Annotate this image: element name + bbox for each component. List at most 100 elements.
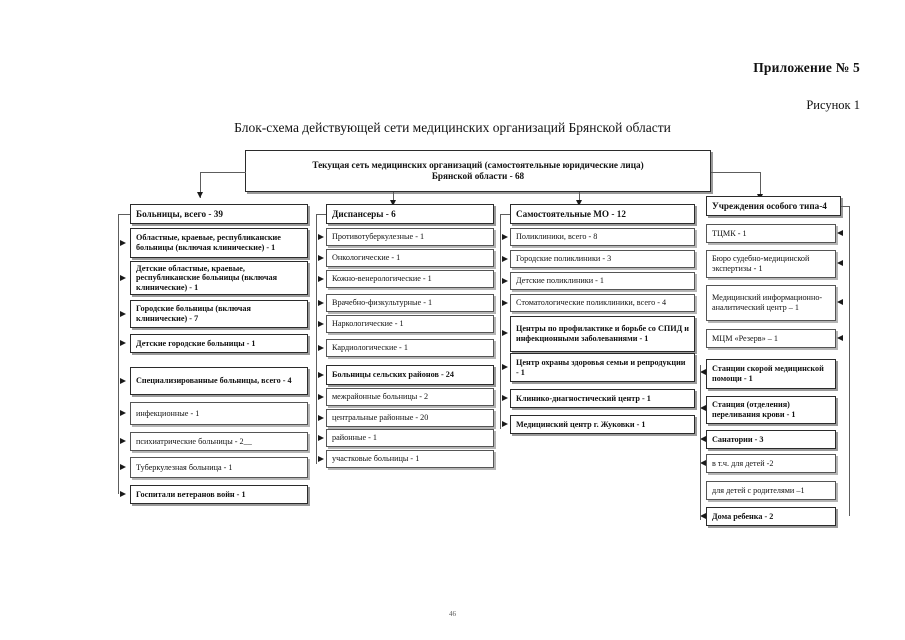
rail-special-type-top	[841, 206, 849, 207]
arrow-head-col2	[389, 200, 396, 206]
arrow-independent-mo-3	[502, 277, 508, 284]
node-special-type-9: для детей с родителями –1	[706, 481, 836, 500]
arrow-hospitals-7	[120, 438, 126, 444]
arrow-dispensaries-2	[318, 254, 324, 261]
connector-drop-col2	[393, 192, 394, 206]
arrow-hospitals-8	[120, 464, 126, 470]
column-header-special-type: Учреждения особого типа-4	[706, 196, 841, 216]
arrow-dispensaries-8	[318, 393, 324, 400]
node-dispensaries-1: Противотуберкулезные - 1	[326, 228, 494, 246]
node-independent-mo-3: Детские поликлиники - 1	[510, 272, 695, 290]
rail-independent-mo-top	[500, 214, 510, 215]
arrow-hospitals-5	[120, 377, 126, 384]
rail-independent-mo	[500, 214, 501, 429]
node-hospitals-7: психиатрические больницы - 2__	[130, 432, 308, 451]
connector-drop-col3	[579, 192, 580, 206]
node-special-type-3: Медицинский информационно-аналитический …	[706, 285, 836, 321]
node-independent-mo-7: Клинико-диагностический центр - 1	[510, 389, 695, 408]
arrow-hospitals-6	[120, 410, 126, 416]
node-dispensaries-6: Кардиологические - 1	[326, 339, 494, 357]
arrow-dispensaries-4	[318, 299, 324, 306]
figure-label: Рисунок 1	[806, 98, 860, 112]
rail-dispensaries	[316, 214, 317, 464]
arrow-independent-mo-8	[502, 421, 508, 427]
rail-special-type	[849, 206, 850, 516]
page-number: 46	[449, 610, 456, 618]
arrow-special-type-7	[700, 436, 706, 442]
arrow-dispensaries-5	[318, 320, 324, 327]
rail-special-type-lower	[700, 365, 701, 520]
node-dispensaries-7: Больницы сельских районов - 24	[326, 365, 494, 385]
arrow-hospitals-3	[120, 310, 126, 317]
column-header-hospitals: Больницы, всего - 39	[130, 204, 308, 224]
arrow-special-type-3	[837, 299, 843, 305]
node-hospitals-5: Специализированные больницы, всего - 4	[130, 367, 308, 395]
connector-trunk-left	[200, 172, 246, 173]
arrow-head-col1	[196, 192, 203, 198]
connector-drop-col4	[760, 172, 761, 200]
arrow-dispensaries-10	[318, 434, 324, 441]
root-node-line1: Текущая сеть медицинских организаций (са…	[312, 160, 644, 171]
node-independent-mo-5: Центры по профилактике и борьбе со СПИД …	[510, 316, 695, 352]
connector-trunk-right	[711, 172, 761, 173]
node-dispensaries-11: участковые больницы - 1	[326, 450, 494, 468]
rail-hospitals	[118, 214, 119, 494]
node-hospitals-8: Туберкулезная больница - 1	[130, 457, 308, 478]
arrow-independent-mo-4	[502, 299, 508, 306]
node-special-type-6: Станция (отделения) переливания крови - …	[706, 396, 836, 424]
node-special-type-2: Бюро судебно-медицинской экспертизы - 1	[706, 250, 836, 278]
arrow-dispensaries-11	[318, 455, 324, 462]
node-dispensaries-8: межрайонные больницы - 2	[326, 388, 494, 406]
node-independent-mo-4: Стоматологические поликлиники, всего - 4	[510, 294, 695, 312]
node-special-type-5: Станции скорой медицинской помощи - 1	[706, 359, 836, 389]
node-hospitals-3: Городские больницы (включая клинические)…	[130, 300, 308, 328]
node-hospitals-6: инфекционные - 1	[130, 402, 308, 425]
arrow-special-type-10	[700, 513, 706, 519]
appendix-label: Приложение № 5	[753, 60, 860, 75]
arrow-independent-mo-5	[502, 330, 508, 336]
node-special-type-7: Санатории - 3	[706, 430, 836, 449]
arrow-special-type-8	[700, 460, 706, 466]
node-special-type-10: Дома ребенка - 2	[706, 507, 836, 526]
arrow-dispensaries-3	[318, 275, 324, 282]
node-special-type-1: ТЦМК - 1	[706, 224, 836, 243]
connector-drop-col1	[200, 172, 201, 198]
rail-dispensaries-top	[316, 214, 326, 215]
node-hospitals-4: Детские городские больницы - 1	[130, 334, 308, 353]
arrow-special-type-1	[837, 230, 843, 236]
node-independent-mo-8: Медицинский центр г. Жуковки - 1	[510, 415, 695, 434]
arrow-hospitals-9	[120, 491, 126, 497]
node-independent-mo-6: Центр охраны здоровья семьи и репродукци…	[510, 353, 695, 382]
node-independent-mo-1: Поликлиники, всего - 8	[510, 228, 695, 246]
column-header-dispensaries: Диспансеры - 6	[326, 204, 494, 224]
node-independent-mo-2: Городские поликлиники - 3	[510, 250, 695, 268]
node-dispensaries-5: Наркологические - 1	[326, 315, 494, 333]
arrow-hospitals-4	[120, 340, 126, 346]
arrow-hospitals-1	[120, 239, 126, 246]
node-special-type-8: в т.ч. для детей -2	[706, 454, 836, 473]
node-dispensaries-3: Кожно-венерологические - 1	[326, 270, 494, 288]
node-hospitals-9: Госпитали ветеранов войн - 1	[130, 485, 308, 504]
node-special-type-4: МЦМ «Резерв» – 1	[706, 329, 836, 348]
arrow-independent-mo-7	[502, 395, 508, 401]
arrow-hospitals-2	[120, 274, 126, 281]
arrow-dispensaries-6	[318, 344, 324, 351]
arrow-independent-mo-1	[502, 233, 508, 240]
node-dispensaries-4: Врачебно-физкультурные - 1	[326, 294, 494, 312]
arrow-dispensaries-7	[318, 371, 324, 378]
root-node-line2: Брянской области - 68	[431, 171, 525, 181]
column-header-independent-mo: Самостоятельные МО - 12	[510, 204, 695, 224]
node-hospitals-2: Детские областные, краевые, республиканс…	[130, 261, 308, 295]
node-dispensaries-9: центральные районные - 20	[326, 409, 494, 427]
arrow-special-type-5	[700, 369, 706, 375]
arrow-independent-mo-2	[502, 255, 508, 262]
root-node: Текущая сеть медицинских организаций (са…	[245, 150, 711, 192]
node-dispensaries-10: районные - 1	[326, 429, 494, 447]
node-dispensaries-2: Онкологические - 1	[326, 249, 494, 267]
page-title: Блок-схема действующей сети медицинских …	[234, 120, 671, 135]
arrow-special-type-6	[700, 405, 706, 411]
rail-hospitals-top	[118, 214, 130, 215]
arrow-special-type-2	[837, 260, 843, 266]
arrow-independent-mo-6	[502, 364, 508, 370]
